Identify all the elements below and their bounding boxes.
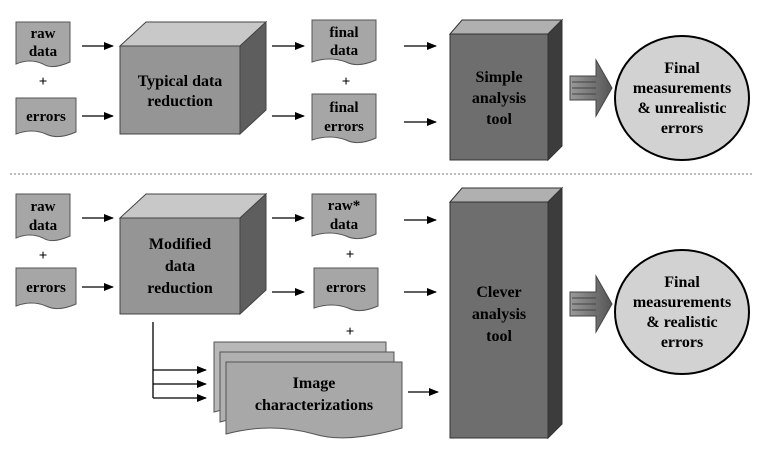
bottom-errors-box: errors xyxy=(15,267,77,310)
simple-analysis-tool-box: Simple analysis tool xyxy=(448,18,564,162)
label: tool xyxy=(486,328,512,345)
label: Typical data xyxy=(138,73,223,90)
plus-sign: + xyxy=(346,247,355,263)
top-raw-data-box: raw data xyxy=(15,21,71,68)
label: analysis xyxy=(472,90,526,107)
branch-arrows xyxy=(152,322,207,402)
label: final xyxy=(329,25,358,41)
raw-star-data-box: raw* data xyxy=(311,193,377,240)
label: data xyxy=(29,218,58,234)
modified-data-reduction-cube: Modified data reduction xyxy=(118,192,268,316)
plus-sign: + xyxy=(342,74,351,90)
final-data-box: final data xyxy=(311,19,377,66)
bottom-raw-data-box: raw data xyxy=(15,193,71,242)
label: errors xyxy=(324,119,364,135)
image-characterizations-stack: Image characterizations xyxy=(213,341,403,439)
label: tool xyxy=(486,111,512,128)
clever-analysis-tool-box: Clever analysis tool xyxy=(448,186,564,440)
label: raw xyxy=(31,26,56,42)
label: measurements xyxy=(633,80,731,97)
bottom-result-circle: Final measurements & realistic errors xyxy=(614,249,750,375)
bottom-big-arrow xyxy=(569,274,613,334)
label: reduction xyxy=(147,280,213,297)
label: & realistic xyxy=(646,314,717,331)
label: errors xyxy=(661,120,703,137)
label: measurements xyxy=(633,294,731,311)
label: final xyxy=(329,100,358,116)
label: Final xyxy=(664,60,700,77)
label: Clever xyxy=(476,284,521,301)
label: data xyxy=(330,217,359,233)
label: errors xyxy=(26,280,66,296)
plus-sign: + xyxy=(39,74,48,90)
typical-data-reduction-cube: Typical data reduction xyxy=(118,20,268,136)
top-section: raw data + errors Typical data reduction… xyxy=(15,18,750,162)
bottom-section: raw data + errors Modified data reductio… xyxy=(15,186,750,440)
label: Image xyxy=(293,375,336,392)
label: data xyxy=(165,258,195,275)
top-errors-box: errors xyxy=(15,97,77,138)
label: Simple xyxy=(475,69,522,86)
label: characterizations xyxy=(255,397,373,414)
top-big-arrow xyxy=(569,58,613,118)
label: raw xyxy=(31,199,56,215)
label: errors xyxy=(326,280,366,296)
top-result-circle: Final measurements & unrealistic errors xyxy=(614,35,750,161)
label: reduction xyxy=(147,93,213,110)
plus-sign: + xyxy=(39,248,48,264)
plus-sign: + xyxy=(346,324,355,340)
label: Modified xyxy=(149,236,211,253)
label: errors xyxy=(661,334,703,351)
label: Final xyxy=(664,274,700,291)
label: analysis xyxy=(472,306,526,323)
label: & unrealistic xyxy=(637,100,726,117)
bottom-errors-out-box: errors xyxy=(313,267,379,312)
label: data xyxy=(330,43,359,59)
label: errors xyxy=(26,109,66,125)
label: data xyxy=(29,44,58,60)
label: raw* xyxy=(328,198,361,214)
final-errors-box: final errors xyxy=(311,93,377,144)
